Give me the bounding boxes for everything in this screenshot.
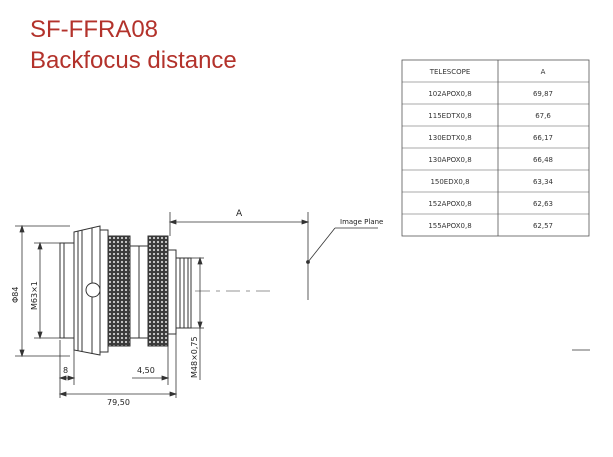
- dim-7950-arrow-left: [58, 391, 67, 397]
- dim-8-label: 8: [63, 366, 68, 375]
- dim-m48-arrow-bottom: [197, 321, 203, 330]
- dim-8-arrow-left: [58, 375, 67, 381]
- reducer-body: [59, 225, 192, 356]
- dim-450-label: 4,50: [137, 366, 155, 375]
- dim-8-arrow-right: [67, 375, 76, 381]
- table-cell-a: 69,87: [533, 90, 553, 98]
- knurled-ring-2: [147, 235, 169, 347]
- dim-450-arrow: [161, 375, 170, 381]
- image-plane-leader: [307, 227, 336, 263]
- table-cell-telescope: 115EDTX0,8: [428, 112, 471, 120]
- dim-m63-arrow-bottom: [37, 331, 43, 340]
- table-cell-telescope: 130EDTX0,8: [428, 134, 471, 142]
- dim-phi84-arrow-bottom: [19, 349, 25, 358]
- table-cell-a: 66,48: [533, 156, 553, 164]
- table-cell-a: 62,63: [533, 200, 553, 208]
- table-cell-telescope: 152APOX0,8: [428, 200, 471, 208]
- dim-m63-label: M63×1: [30, 281, 39, 310]
- knurled-ring-1: [107, 235, 131, 347]
- dim-a-arrow-left: [168, 219, 177, 225]
- table-cell-a: 62,57: [533, 222, 553, 230]
- dim-phi84-arrow-top: [19, 224, 25, 233]
- dim-7950-label: 79,50: [107, 398, 130, 407]
- image-plane-point: [306, 260, 310, 264]
- table-cell-a: 66,17: [533, 134, 553, 142]
- page-subtitle: Backfocus distance: [30, 47, 237, 74]
- table-cell-telescope: 150EDX0,8: [430, 178, 469, 186]
- dim-7950-arrow-right: [169, 391, 178, 397]
- image-plane-label: Image Plane: [340, 218, 383, 226]
- dim-a-arrow-right: [301, 219, 310, 225]
- table-cell-telescope: 102APOX0,8: [428, 90, 471, 98]
- dim-phi84-label: Φ84: [11, 287, 20, 303]
- table-cell-a: 63,34: [533, 178, 554, 186]
- table-cell-telescope: 130APOX0,8: [428, 156, 471, 164]
- table-cell-a: 67,6: [535, 112, 551, 120]
- table-cell-telescope: 155APOX0,8: [428, 222, 471, 230]
- dim-m48-label: M48×0,75: [190, 336, 199, 378]
- model-title: SF-FFRA08: [30, 16, 159, 43]
- dim-a-label: A: [236, 209, 243, 219]
- table-header-a: A: [541, 68, 546, 76]
- dim-m63-arrow-top: [37, 241, 43, 250]
- table-header-telescope: TELESCOPE: [429, 68, 471, 76]
- dim-m48-arrow-top: [197, 256, 203, 265]
- backfocus-table: TELESCOPE A 102APOX0,8 69,87 115EDTX0,8 …: [401, 59, 590, 237]
